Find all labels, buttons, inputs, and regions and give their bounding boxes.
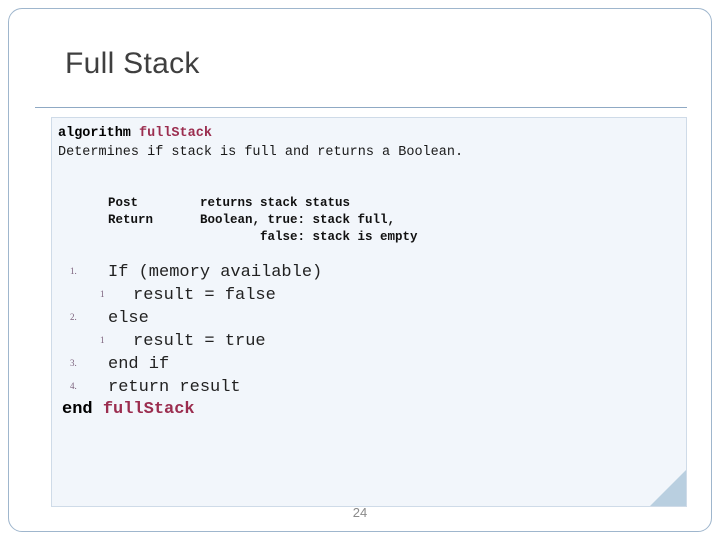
code-line: 1. If (memory available) — [58, 260, 682, 283]
line-number: 1 — [100, 335, 105, 345]
algorithm-name: fullStack — [139, 126, 212, 141]
post-label: Post — [108, 196, 139, 210]
algorithm-pre-post: Post returns stack status Return Boolean, … — [108, 195, 682, 246]
return-text-cont: false: stack is empty — [200, 230, 418, 244]
code-line: 3. end if — [58, 352, 682, 375]
algorithm-description: Determines if stack is full and returns … — [58, 145, 464, 160]
line-number: 3. — [70, 358, 77, 368]
algorithm-code-block: algorithm fullStack Determines if stack … — [51, 117, 687, 507]
line-text: result = false — [133, 286, 276, 305]
end-keyword: end — [62, 400, 93, 419]
line-text: If (memory available) — [108, 263, 323, 282]
return-label: Return — [108, 213, 154, 227]
return-text: Boolean, true: stack full, — [200, 213, 396, 227]
algorithm-header: algorithm fullStack Determines if stack … — [58, 124, 682, 284]
page-title: Full Stack — [65, 47, 200, 80]
line-text: else — [108, 309, 149, 328]
line-number: 1 — [100, 289, 105, 299]
page-fold-corner — [647, 467, 686, 506]
line-number: 2. — [70, 312, 77, 322]
algorithm-end: end fullStack — [62, 400, 682, 419]
code-line: 1 result = true — [58, 329, 682, 352]
line-number: 4. — [70, 381, 77, 391]
line-text: return result — [108, 378, 241, 397]
page-number: 24 — [352, 505, 368, 520]
slide: Full Stack algorithm fullStack Determine… — [8, 8, 712, 532]
code-line: 4. return result — [58, 375, 682, 398]
code-line: 2. else — [58, 306, 682, 329]
line-text: end if — [108, 355, 170, 374]
algorithm-body: 1. If (memory available) 1 result = fals… — [58, 260, 682, 419]
line-text: result = true — [133, 332, 266, 351]
post-text: returns stack status — [200, 196, 351, 210]
line-number: 1. — [70, 266, 77, 276]
title-divider — [35, 107, 687, 108]
algorithm-keyword: algorithm — [58, 126, 131, 141]
end-name: fullStack — [102, 400, 195, 419]
code-line: 1 result = false — [58, 283, 682, 306]
